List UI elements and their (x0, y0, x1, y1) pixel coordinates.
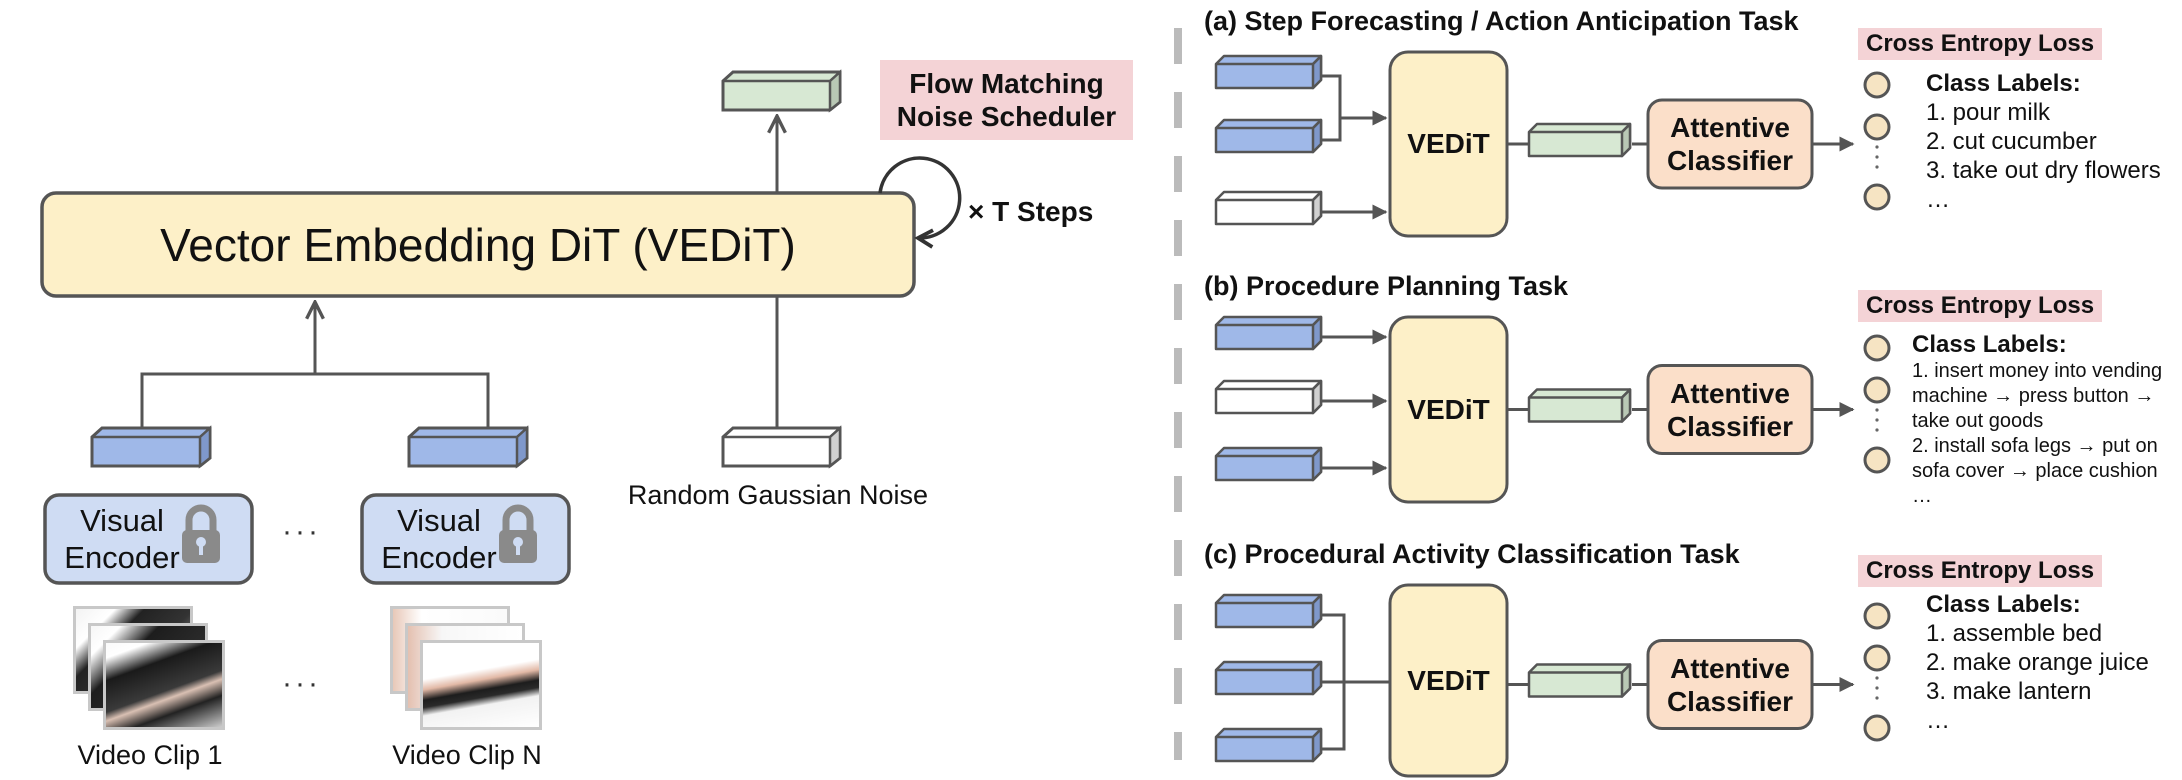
class-label-item: 3. take out dry flowers (1926, 157, 2161, 184)
visual-embedding-n (407, 425, 529, 469)
class-label-item: … (1926, 707, 1950, 734)
vertical-ellipsis-dot (1875, 155, 1879, 159)
visual-embedding (1214, 315, 1323, 351)
class-label-item: … (1912, 485, 1932, 507)
output-neuron-icon (1863, 71, 1891, 99)
main-model-label: Vector Embedding DiT (VEDiT) (160, 218, 796, 271)
visual-embedding-1 (90, 425, 212, 469)
output-neuron-icon (1863, 602, 1891, 630)
loop-steps-label: × T Steps (968, 196, 1094, 227)
class-label-item: 2. cut cucumber (1926, 128, 2097, 155)
classifier-line1: Attentive (1670, 112, 1790, 143)
output-embedding (1527, 122, 1632, 158)
attentive-classifier-label: Attentive Classifier (1648, 641, 1812, 729)
output-embedding (1527, 388, 1632, 423)
vertical-ellipsis-dot (1875, 145, 1879, 149)
vedit-box (1388, 583, 1509, 778)
attentive-classifier-label: Attentive Classifier (1648, 366, 1812, 454)
main-model-box (40, 191, 916, 298)
noise-label: Random Gaussian Noise (627, 480, 929, 510)
panel-title: (c) Procedural Activity Classification T… (1204, 539, 1740, 569)
vertical-ellipsis-dot (1875, 686, 1879, 690)
output-neuron-icon (1863, 644, 1891, 672)
noise-scheduler-line2: Noise Scheduler (896, 101, 1117, 132)
classifier-line2: Classifier (1666, 145, 1794, 176)
video-frame (103, 640, 225, 730)
vertical-ellipsis-dot (1875, 428, 1879, 432)
class-label-item: 1. pour milk (1926, 99, 2051, 126)
video-clip-1-label: Video Clip 1 (77, 740, 223, 770)
class-label-item: sofa cover → place cushion (1912, 460, 2158, 482)
class-label-item: 2. install sofa legs → put on (1912, 435, 2158, 457)
visual-embedding (1214, 727, 1323, 763)
encoder-line2: Encoder (381, 540, 497, 575)
panel-model-label: VEDiT (1407, 393, 1490, 425)
classifier-line1: Attentive (1670, 652, 1790, 684)
loop-arrow (878, 156, 962, 249)
loss-label: Cross Entropy Loss (1858, 28, 2103, 60)
embedding-merge-connector (140, 372, 490, 428)
panel-model-label: VEDiT (1407, 664, 1490, 696)
output-neuron-icon (1863, 183, 1891, 211)
encoder-ellipsis: ··· (282, 515, 321, 548)
panel-model-label: VEDiT (1407, 128, 1490, 159)
clip-ellipsis: ··· (282, 667, 321, 700)
video-clip-n-label: Video Clip N (392, 740, 542, 770)
noise-scheduler-line1: Flow Matching (909, 68, 1104, 99)
class-label-item: 2. make orange juice (1926, 649, 2149, 676)
vertical-ellipsis-dot (1875, 696, 1879, 700)
encoder-line2: Encoder (64, 540, 180, 575)
panel-title: (b) Procedure Planning Task (1204, 271, 1569, 301)
output-neuron-icon (1863, 334, 1891, 362)
class-labels-header: Class Labels: (1912, 331, 2067, 358)
class-labels-list: 1. insert money into vending machine → pr… (1912, 359, 2162, 509)
visual-embedding (1214, 660, 1323, 696)
vertical-ellipsis-dot (1875, 408, 1879, 412)
output-embedding (721, 69, 842, 113)
encoder-line1: Visual (80, 503, 164, 538)
class-label-item: take out goods (1912, 410, 2044, 432)
encoder-line1: Visual (397, 503, 481, 538)
vertical-ellipsis-dot (1875, 165, 1879, 169)
video-frame (420, 640, 542, 730)
output-neuron-icon (1863, 113, 1891, 141)
panel-title: (a) Step Forecasting / Action Anticipati… (1204, 6, 1799, 36)
loss-label: Cross Entropy Loss (1858, 555, 2103, 587)
vertical-ellipsis-dot (1875, 418, 1879, 422)
classifier-line1: Attentive (1670, 377, 1790, 409)
visual-embedding (1214, 593, 1323, 629)
class-label-item: 3. make lantern (1926, 678, 2092, 705)
output-neuron-icon (1863, 376, 1891, 404)
vertical-ellipsis-dot (1875, 676, 1879, 680)
class-label-item: machine → press button → (1912, 385, 2155, 407)
attentive-classifier-label: Attentive Classifier (1648, 100, 1812, 188)
noise-embedding (721, 425, 842, 469)
output-neuron-icon (1863, 714, 1891, 742)
visual-encoder-label-n: Visual Encoder (369, 502, 509, 576)
visual-embedding (1214, 118, 1323, 154)
input-merge-connector (1321, 74, 1342, 142)
output-embedding (1527, 663, 1632, 698)
class-labels-header: Class Labels: (1926, 591, 2081, 618)
noise-embedding (1214, 190, 1323, 226)
visual-embedding (1214, 446, 1323, 482)
noise-embedding (1214, 379, 1323, 415)
visual-embedding (1214, 54, 1323, 90)
noise-scheduler-label: Flow Matching Noise Scheduler (880, 60, 1133, 140)
class-label-item: 1. assemble bed (1926, 620, 2103, 647)
lock-icon (499, 504, 537, 563)
classifier-line2: Classifier (1666, 685, 1794, 717)
class-label-item: … (1926, 186, 1950, 213)
class-label-item: 1. insert money into vending (1912, 360, 2163, 382)
class-labels-header: Class Labels: (1926, 70, 2081, 97)
output-neuron-icon (1863, 446, 1891, 474)
loss-label: Cross Entropy Loss (1858, 290, 2103, 322)
lock-icon (182, 504, 220, 563)
classifier-line2: Classifier (1666, 410, 1794, 442)
visual-encoder-label-1: Visual Encoder (52, 502, 192, 576)
